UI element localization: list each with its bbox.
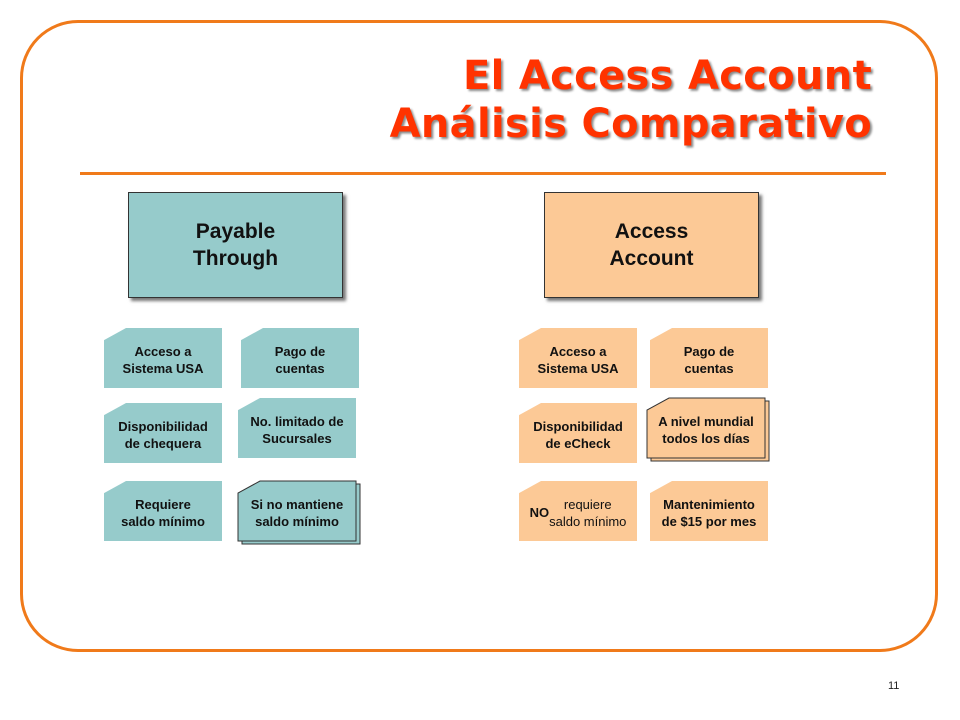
card-sheet [238,398,356,458]
card-shape [241,328,359,388]
card-right-nivel-mundial: A nivel mundial todos los días [646,397,770,462]
card-shape [519,328,637,388]
card-shape [519,481,637,541]
payable-through-box: Payable Through [128,192,343,298]
card-label: Disponibilidad de chequera [118,418,208,451]
card-right-no-requiere: NO requiere saldo mínimo [519,481,637,541]
card-sheet [104,481,222,541]
card-label: Pago de cuentas [683,343,735,376]
card-shape [104,403,222,463]
card-right-pago: Pago de cuentas [650,328,768,388]
card-label: Si no mantiene saldo mínimo [250,496,344,529]
card-right-mantenimiento: Mantenimiento de $15 por mes [650,481,768,541]
card-left-acceso: Acceso a Sistema USA [104,328,222,388]
card-sheet [237,480,357,542]
card-label: NO requiere saldo mínimo [529,496,627,529]
card-shape [650,481,768,541]
card-left-sucursales: No. limitado de Sucursales [238,398,356,458]
card-sheet [519,481,637,541]
card-label: A nivel mundial todos los días [658,413,754,446]
card-label: Requiere saldo mínimo [121,496,205,529]
card-sheet [519,403,637,463]
card-label: Acceso a Sistema USA [122,343,204,376]
card-shape [237,480,361,545]
title-underline [80,172,886,175]
card-left-pago: Pago de cuentas [241,328,359,388]
card-shape [646,397,770,462]
card-sheet [104,403,222,463]
card-right-disponibilidad: Disponibilidad de eCheck [519,403,637,463]
card-shape [650,328,768,388]
card-label: Disponibilidad de eCheck [533,418,623,451]
card-label: Pago de cuentas [274,343,326,376]
card-shape [104,481,222,541]
card-left-si-no-mantiene: Si no mantiene saldo mínimo [237,480,361,545]
slide-title: El Access Account Análisis Comparativo [390,52,872,148]
card-label: Mantenimiento de $15 por mes [661,496,757,529]
card-sheet [646,397,766,459]
card-sheet [650,328,768,388]
card-sheet [241,328,359,388]
payable-through-label: Payable Through [192,220,279,270]
card-right-acceso: Acceso a Sistema USA [519,328,637,388]
card-left-disponibilidad: Disponibilidad de chequera [104,403,222,463]
card-left-requiere: Requiere saldo mínimo [104,481,222,541]
card-label: No. limitado de Sucursales [250,413,344,446]
card-label: Acceso a Sistema USA [537,343,619,376]
page-number: 11 [888,680,900,692]
card-label-emphasis: NO [529,505,550,520]
card-sheet [519,328,637,388]
card-shape [104,328,222,388]
access-account-box: Access Account [544,192,759,298]
title-line-1: El Access Account [462,53,872,99]
card-shape [519,403,637,463]
access-account-label: Access Account [609,220,694,270]
card-sheet [650,481,768,541]
title-line-2: Análisis Comparativo [389,101,872,147]
card-shape [238,398,356,458]
card-sheet [104,328,222,388]
